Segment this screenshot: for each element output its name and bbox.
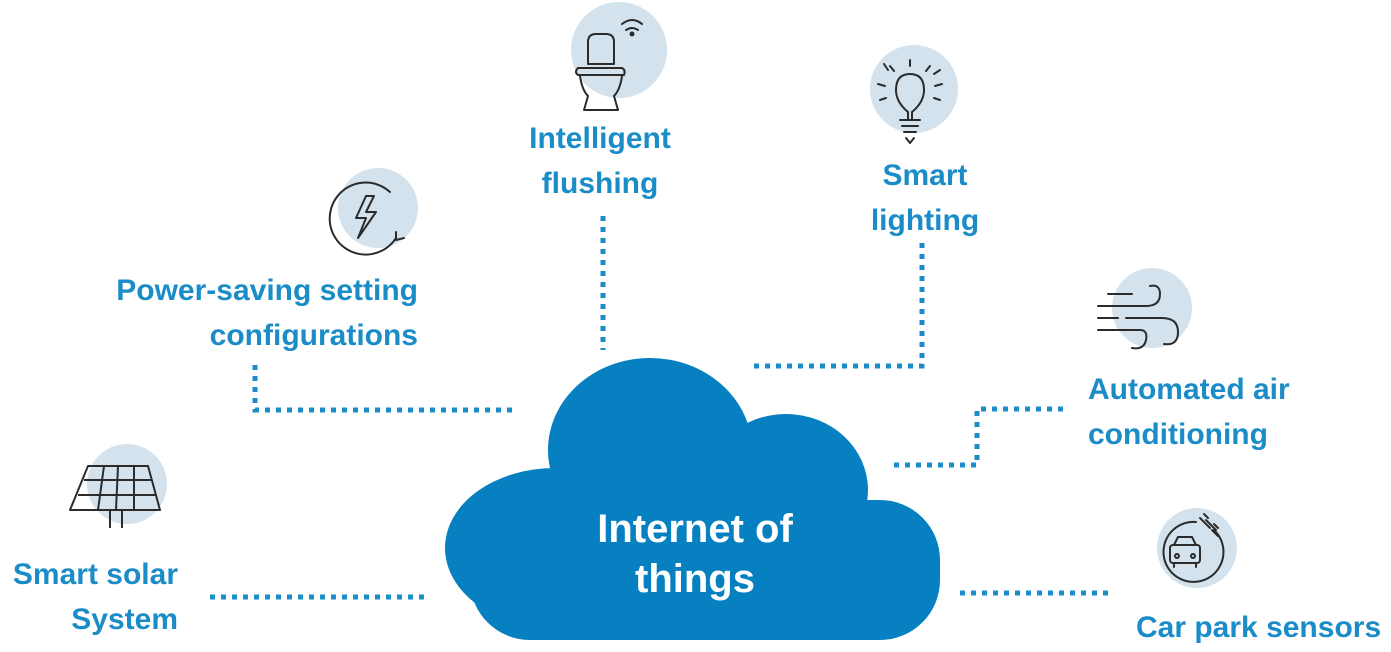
cloud-title: Internet of things [520, 504, 870, 604]
solar-panel-icon [69, 444, 167, 528]
power-cycle-icon [328, 168, 418, 256]
toilet-icon [571, 2, 667, 111]
connector-power [252, 365, 515, 413]
label-intelligent-flushing: Intelligent flushing [529, 122, 671, 200]
label-automated-air: Automated air conditioning [1088, 373, 1290, 451]
wind-icon [1097, 268, 1192, 350]
cloud-title-line2: things [635, 557, 755, 601]
label-power-saving: Power-saving setting configurations [116, 274, 418, 352]
cloud [445, 358, 940, 640]
connector-air [890, 406, 1063, 468]
cloud-title-line1: Internet of [597, 507, 793, 551]
label-smart-solar: Smart solar System [12, 558, 178, 636]
lightbulb-icon [870, 45, 958, 144]
connectors [210, 216, 1112, 600]
connector-lighting [750, 243, 925, 369]
label-smart-lighting: Smart lighting [870, 159, 980, 237]
car-plug-icon [1157, 508, 1237, 588]
label-car-park-sensors: Car park sensors [1136, 611, 1382, 644]
